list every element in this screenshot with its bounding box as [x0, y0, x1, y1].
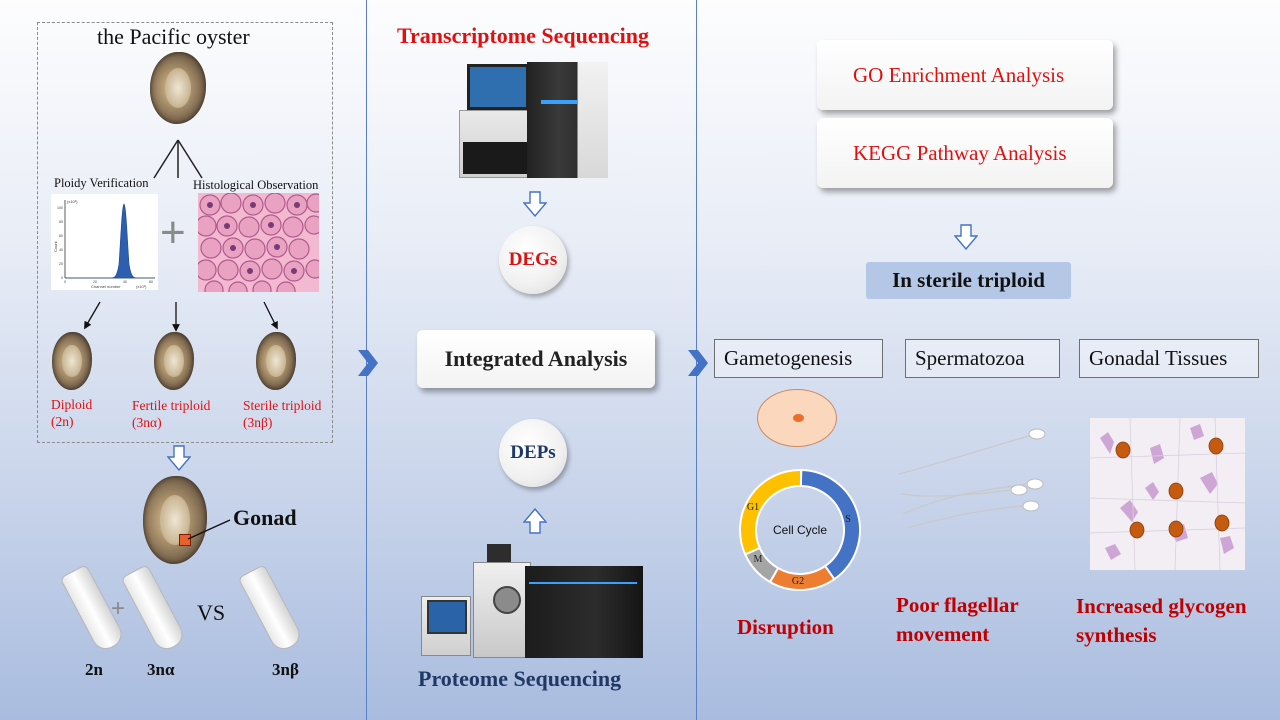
transcriptome-title: Transcriptome Sequencing [397, 23, 649, 48]
go-analysis-label: GO Enrichment Analysis [853, 62, 1065, 87]
cell-cycle-segment-g1 [739, 469, 803, 556]
ploidy-label: Ploidy Verification [54, 176, 149, 190]
tube-plus: + [111, 595, 126, 622]
chevron-right-icon [688, 350, 708, 376]
sample-diploid-name: Diploid [51, 397, 93, 412]
integrated-analysis-label: Integrated Analysis [444, 346, 628, 371]
sample-sterile-name: Sterile triploid [243, 398, 322, 413]
species-title: the Pacific oyster [97, 24, 250, 49]
histogram-y-tick: 40 [59, 248, 63, 252]
gonad-pointer [187, 519, 231, 540]
sample-fertile-name: Fertile triploid [132, 398, 211, 413]
diploid-oyster [52, 332, 92, 390]
tube-3nb [237, 563, 305, 655]
category-gametogenesis: Gametogenesis [714, 339, 883, 378]
histogram-y-tick: 0 [61, 276, 63, 280]
cell-cycle-label-s: S [845, 514, 851, 525]
category-spermatozoa: Spermatozoa [905, 339, 1060, 378]
histogram-y-tick: 20 [59, 262, 63, 266]
sterile-triploid-oyster [256, 332, 296, 390]
up-arrow-icon [523, 508, 547, 534]
gonad-marker [179, 534, 191, 546]
sample-fertile-code: (3nα) [132, 415, 162, 430]
sample-sterile-code: (3nβ) [243, 415, 273, 430]
down-arrow-icon [523, 191, 547, 217]
sample-diploid-code: (2n) [51, 414, 74, 429]
down-arrow-icon [167, 445, 191, 471]
histogram-x-tick: 60 [149, 280, 153, 284]
down-arrow-icon [954, 224, 978, 250]
cell-cycle-label-g2: G2 [792, 576, 804, 587]
tube-3na [120, 563, 188, 655]
cell-cycle-label-m: M [754, 554, 763, 565]
outcome-flagellar-line2: movement [896, 622, 990, 646]
histogram-y-tick: 60 [59, 234, 63, 238]
spermatozoa-image [898, 428, 1046, 529]
gonad-oyster [143, 476, 207, 564]
outcome-glycogen-line1: Increased glycogen [1076, 594, 1247, 618]
ploidy-histogram: Count (x10³) 0 20 40 60 80 100 0 20 40 6… [51, 194, 158, 290]
chevron-right-icon [358, 350, 378, 376]
tube-label-3nb: 3nβ [272, 660, 299, 679]
sampling-box [37, 22, 333, 443]
fertile-triploid-oyster [154, 332, 194, 390]
tube-label-2n: 2n [85, 660, 103, 679]
sterile-triploid-label: In sterile triploid [892, 268, 1045, 292]
tube-label-3na: 3nα [147, 660, 175, 679]
integrated-analysis-box: Integrated Analysis [417, 330, 655, 388]
kegg-analysis-label: KEGG Pathway Analysis [853, 140, 1067, 165]
histogram-y-tick: 100 [57, 206, 63, 210]
histogram-y-label: Count [53, 240, 58, 252]
deps-circle: DEPs [499, 419, 567, 487]
category-gametogenesis-label: Gametogenesis [724, 346, 853, 370]
oyster-image [150, 52, 206, 124]
sample-arrows [84, 301, 278, 332]
proteome-sequencer-image [417, 540, 643, 660]
gonad-label: Gonad [233, 505, 297, 530]
category-spermatozoa-label: Spermatozoa [915, 346, 1025, 370]
histogram-x-tick: 40 [123, 280, 127, 284]
histogram-x-ticks: 0 20 40 60 [64, 280, 153, 284]
sterile-triploid-box: In sterile triploid [866, 262, 1071, 299]
histogram-x-label: Channel number [91, 284, 121, 289]
outcome-flagellar-line1: Poor flagellar [896, 593, 1019, 617]
histology-image [198, 193, 319, 292]
category-gonadal-tissues-label: Gonadal Tissues [1089, 346, 1228, 370]
branch-lines [153, 139, 203, 179]
histogram-x-scale: (x10³) [136, 284, 147, 289]
histology-label: Histological Observation [193, 178, 319, 192]
gonadal-tissue-image [1090, 418, 1245, 570]
histogram-x-tick: 20 [93, 280, 97, 284]
category-gonadal-tissues: Gonadal Tissues [1079, 339, 1259, 378]
egg-cell-image [757, 389, 837, 447]
outcome-disruption: Disruption [737, 615, 834, 639]
histogram-y-tick: 80 [59, 220, 63, 224]
kegg-analysis-box: KEGG Pathway Analysis [817, 118, 1113, 188]
transcriptome-sequencer-image [459, 62, 608, 178]
proteome-title: Proteome Sequencing [418, 666, 622, 691]
outcome-glycogen-line2: synthesis [1076, 623, 1157, 647]
vs-label: VS [197, 600, 226, 625]
go-analysis-box: GO Enrichment Analysis [817, 40, 1113, 110]
degs-circle: DEGs [499, 226, 567, 294]
histogram-x-tick: 0 [64, 280, 66, 284]
plus-sign: + [160, 208, 186, 257]
cell-cycle-center-label: Cell Cycle [773, 523, 827, 537]
histogram-y-ticks: 0 20 40 60 80 100 [57, 206, 63, 280]
cell-cycle-label-g1: G1 [747, 502, 759, 513]
histogram-y-scale: (x10³) [67, 199, 78, 204]
